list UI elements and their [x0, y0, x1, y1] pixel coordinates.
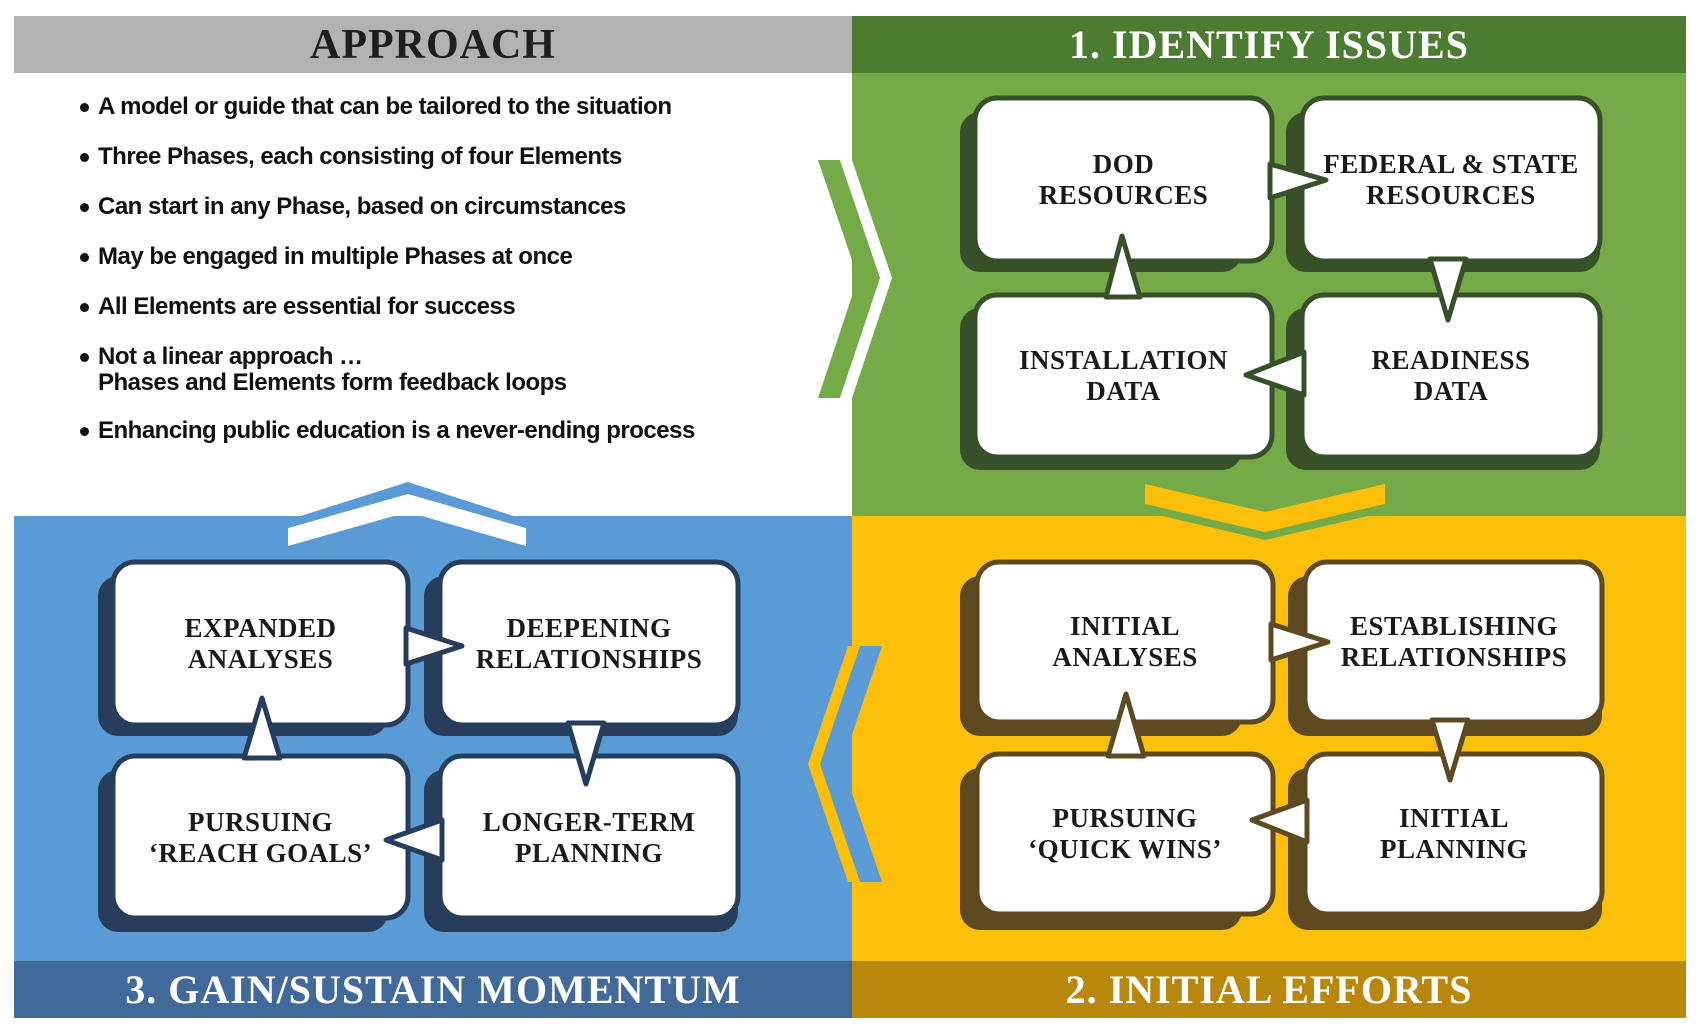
phase3-element-bottom-right: LONGER-TERM PLANNING — [482, 807, 696, 868]
approach-bullet: All Elements are essential for success — [80, 294, 820, 320]
chevron-down-arrow-shade-icon — [1145, 504, 1385, 540]
approach-bullet: May be engaged in multiple Phases at onc… — [80, 244, 820, 270]
approach-bullet: Can start in any Phase, based on circums… — [80, 194, 820, 220]
approach-title: APPROACH — [310, 21, 556, 68]
phase3-element-top-left: EXPANDED ANALYSES — [184, 613, 337, 674]
phase1-element-top-right: FEDERAL & STATE RESOURCES — [1323, 149, 1579, 210]
chevron-down-arrow-icon — [1145, 484, 1385, 532]
chevron-up-arrow-shade-icon — [288, 482, 526, 528]
phase1-element-bottom-left: INSTALLATION DATA — [1018, 345, 1229, 406]
phase2-element-top-left: INITIAL ANALYSES — [1052, 611, 1198, 672]
phase1-bubble-group — [960, 95, 1603, 470]
chevron-right-arrow-shade-icon — [840, 160, 892, 398]
phase3-title: 3. GAIN/SUSTAIN MOMENTUM — [125, 967, 741, 1012]
phase3-element-bottom-left: PURSUING ‘REACH GOALS’ — [148, 807, 373, 868]
phase2-bubble-group — [960, 559, 1605, 930]
phase2-title: 2. INITIAL EFFORTS — [1065, 967, 1473, 1012]
chevron-left-arrow-icon — [820, 646, 882, 882]
phase1-header: 1. IDENTIFY ISSUES — [852, 16, 1686, 73]
phase1-title: 1. IDENTIFY ISSUES — [1069, 22, 1469, 67]
phase1-element-bottom-right: READINESS DATA — [1371, 345, 1531, 406]
approach-bullet: Three Phases, each consisting of four El… — [80, 144, 820, 170]
chevron-up-arrow-icon — [288, 494, 526, 546]
phase2-element-top-right: ESTABLISHING RELATIONSHIPS — [1340, 611, 1568, 672]
phase3-element-top-right: DEEPENING RELATIONSHIPS — [475, 613, 703, 674]
approach-bullet: Enhancing public education is a never-en… — [80, 418, 820, 444]
approach-bullet-list: A model or guide that can be tailored to… — [80, 94, 820, 468]
phase2-element-bottom-right: INITIAL PLANNING — [1379, 803, 1528, 864]
phase2-header: 2. INITIAL EFFORTS — [852, 961, 1686, 1018]
chevron-left-arrow-shade-icon — [808, 646, 860, 882]
chevron-right-arrow-icon — [818, 160, 880, 398]
approach-header: APPROACH — [14, 16, 852, 73]
phase1-element-top-left: DOD RESOURCES — [1038, 149, 1209, 210]
phase2-element-bottom-left: PURSUING ‘QUICK WINS’ — [1028, 803, 1222, 864]
approach-bullet: Not a linear approach … Phases and Eleme… — [80, 344, 820, 396]
approach-bullet: A model or guide that can be tailored to… — [80, 94, 820, 120]
phase3-header: 3. GAIN/SUSTAIN MOMENTUM — [14, 961, 852, 1018]
phase3-bubble-group — [98, 559, 741, 932]
